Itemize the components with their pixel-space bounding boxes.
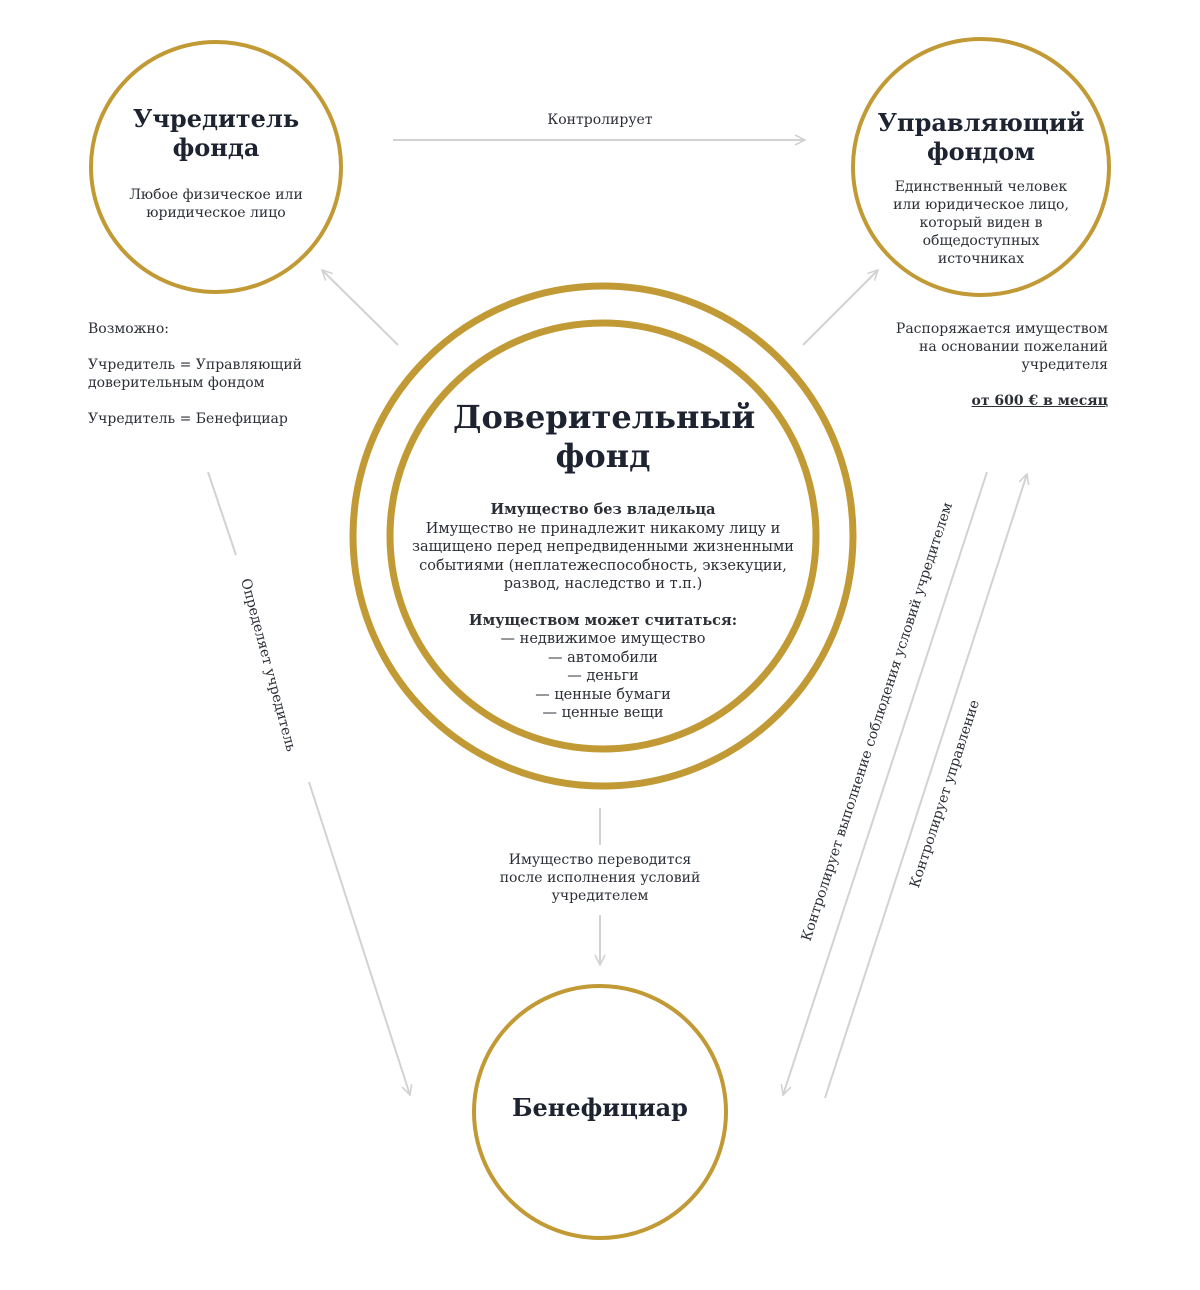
asset-item: — ценные бумаги <box>535 686 671 703</box>
founder-description: Любое физическое или юридическое лицо <box>129 187 303 221</box>
arrow-trust-to-founder <box>322 270 399 346</box>
asset-item: — автомобили <box>548 649 658 666</box>
asset-item: — деньги <box>567 668 639 684</box>
beneficiary-circle <box>472 984 728 1240</box>
line-founder-defines-top <box>207 471 237 556</box>
founder-circle <box>89 40 343 294</box>
left-note-eq1: Учредитель = Управляющий доверительным ф… <box>88 357 302 391</box>
arrow-trust-to-manager <box>802 270 878 346</box>
transfer-label: Имущество переводится после исполнения у… <box>499 852 701 904</box>
right-note: Распоряжается имуществом на основании по… <box>878 320 1108 410</box>
property-text: Имущество не принадлежит никакому лицу и… <box>412 520 794 593</box>
manager-title: Управляющий фондом <box>877 108 1085 167</box>
arrow-manager-controls-beneficiary <box>783 471 988 1095</box>
trust-description: Имущество без владельца Имущество не при… <box>410 501 796 723</box>
asset-item: — недвижимое имущество <box>500 631 706 647</box>
manager-circle <box>851 37 1111 297</box>
founder-title: Учредитель фонда <box>132 104 300 163</box>
trust-title: Доверительный фонд <box>453 398 756 476</box>
assets-heading: Имуществом может считаться: <box>468 611 738 629</box>
arrow-founder-defines-beneficiary <box>308 781 410 1095</box>
left-note: Возможно: Учредитель = Управляющий довер… <box>88 320 318 446</box>
property-heading: Имущество без владельца <box>490 501 716 518</box>
beneficiary-title: Бенефициар <box>512 1093 688 1122</box>
left-note-eq2: Учредитель = Бенефициар <box>88 411 288 427</box>
manager-description: Единственный человек или юридическое лиц… <box>893 179 1069 267</box>
left-note-possible: Возможно: <box>88 321 170 337</box>
right-note-text: Распоряжается имуществом на основании по… <box>895 321 1108 373</box>
controls-label: Контролирует <box>547 112 653 128</box>
asset-item: — ценные вещи <box>542 705 664 721</box>
trust-inner-circle <box>386 319 820 753</box>
price-label: от 600 € в месяц <box>971 393 1108 409</box>
trust-outer-circle <box>349 282 857 790</box>
arrow-beneficiary-controls-manager <box>824 474 1027 1099</box>
